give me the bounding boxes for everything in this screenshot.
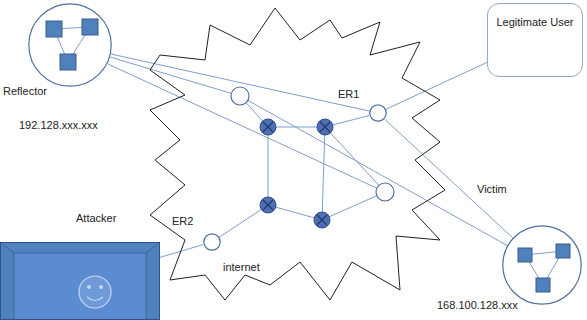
router-symbol xyxy=(260,197,276,213)
network-link xyxy=(110,57,231,93)
edge-router xyxy=(370,105,386,121)
router-symbol xyxy=(314,212,330,228)
internet-cloud xyxy=(150,8,445,300)
attacker-box xyxy=(1,243,160,320)
network-link xyxy=(111,54,369,111)
edge-router-outline xyxy=(203,233,221,251)
router-symbol xyxy=(314,212,330,228)
router-cross xyxy=(263,200,273,210)
label-holder: 168.100.128.xxx xyxy=(436,295,519,313)
reflector-circle-outline xyxy=(28,3,112,87)
host-square xyxy=(556,244,570,258)
network-link xyxy=(212,205,268,242)
label-holder: Reflector xyxy=(2,81,48,99)
attacker-picture xyxy=(0,242,160,320)
network-link xyxy=(268,127,325,128)
host-square xyxy=(536,278,550,292)
router-cross xyxy=(320,122,330,132)
router-cross xyxy=(317,215,327,225)
victim-circle-outline xyxy=(502,225,582,305)
network-links xyxy=(108,57,507,245)
attacker-box: Attacker xyxy=(0,242,160,320)
edge-router xyxy=(204,234,220,250)
edge-router xyxy=(376,183,394,201)
smiley-eye xyxy=(99,285,103,289)
attacker-frame xyxy=(0,242,160,320)
label-holder: Legitimate User xyxy=(488,12,582,30)
smiley-mouth xyxy=(87,297,103,301)
core-routers xyxy=(231,87,394,228)
attacker-box-outline xyxy=(0,242,160,320)
label-holder: Attacker xyxy=(75,208,117,226)
router-symbol xyxy=(317,119,333,135)
internet-cloud: internet ER1ER2 xyxy=(148,3,448,303)
network-label: internet xyxy=(222,261,261,273)
victim-circle xyxy=(503,226,581,304)
router-symbol xyxy=(260,119,276,135)
network-link xyxy=(248,100,507,245)
victim-hosts xyxy=(518,244,570,292)
host-square xyxy=(60,54,76,70)
network-link xyxy=(160,245,203,258)
label-holder: 192.128.xxx.xxx xyxy=(18,115,99,133)
network-link xyxy=(385,119,513,238)
edge-router: ER2 xyxy=(203,233,221,251)
ip-address: 192.128.xxx.xxx xyxy=(18,119,99,131)
ip-address: 168.100.128.xxx xyxy=(436,299,519,311)
host-square xyxy=(518,248,532,262)
label-holder: ER1 xyxy=(337,84,360,102)
reflector-circle xyxy=(29,4,111,86)
network-link xyxy=(322,192,385,220)
network-link xyxy=(268,127,269,205)
reflector-circle: Reflector192.128.xxx.xxx xyxy=(28,3,112,87)
attacker-bevel xyxy=(0,242,160,253)
user-box: Legitimate User xyxy=(487,3,583,77)
victim-circle: Victim168.100.128.xxx xyxy=(502,225,582,305)
router-label: ER1 xyxy=(337,88,360,100)
user-label: Legitimate User xyxy=(495,16,574,28)
label-holder: internet xyxy=(222,257,261,275)
network-link xyxy=(325,127,385,192)
host-square xyxy=(82,19,98,35)
label-holder: Victim xyxy=(476,179,508,197)
victim-label: Victim xyxy=(476,183,508,195)
edge-router xyxy=(231,87,249,105)
edge-router-outline xyxy=(369,104,387,122)
edge-router: ER1 xyxy=(369,104,387,122)
reflector-hosts xyxy=(46,19,98,70)
router-symbol xyxy=(260,119,276,135)
network-link xyxy=(322,127,325,220)
internet-cloud-outline xyxy=(148,3,448,303)
router-symbol xyxy=(317,119,333,135)
router-symbol xyxy=(260,197,276,213)
smiley-face xyxy=(79,276,111,308)
router-label: ER2 xyxy=(171,215,194,227)
label-holder: ER2 xyxy=(171,211,194,229)
attacker-label: Attacker xyxy=(75,212,117,224)
smiley-eye xyxy=(87,285,91,289)
attacker-panel xyxy=(14,253,146,320)
host-square xyxy=(46,21,62,37)
router-cross xyxy=(263,122,273,132)
reflector-label: Reflector xyxy=(2,85,48,97)
